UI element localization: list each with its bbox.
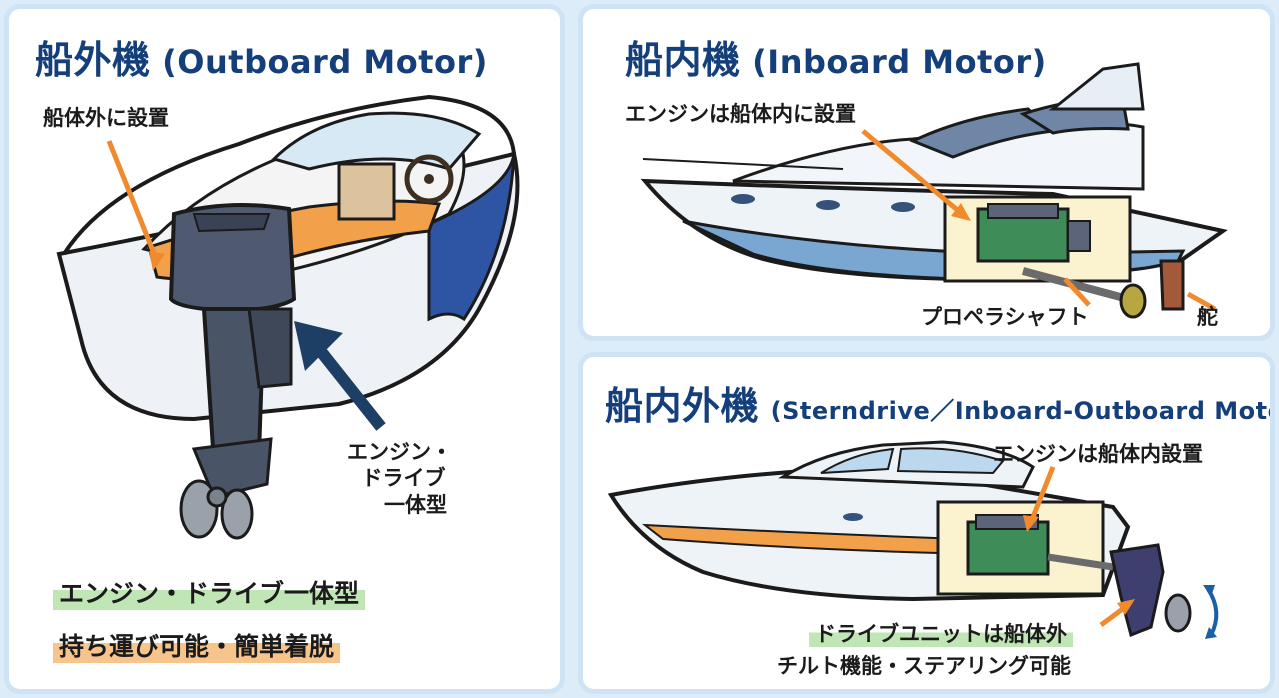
- outboard-integrated-arrowhead: [294, 321, 343, 371]
- inboard-engine-gearbox: [1067, 220, 1091, 252]
- sterndrive-title: 船内外機 (Sterndrive／Inboard-Outboard Motor): [605, 375, 1275, 430]
- outboard-lower-unit: [191, 437, 273, 499]
- sterndrive-tilt-arrowhead-top: [1203, 585, 1215, 597]
- sterndrive-drive-arrowhead: [1117, 599, 1135, 615]
- outboard-hull-stripe: [427, 153, 516, 322]
- inboard-propeller: [1119, 283, 1147, 319]
- sterndrive-window-1: [820, 447, 895, 474]
- sterndrive-engine-top: [975, 514, 1039, 530]
- sterndrive-engine-label: エンジンは船体内設置: [993, 442, 1203, 466]
- outboard-title-jp: 船外機: [35, 38, 151, 82]
- outboard-integrated-line-2: ドライブ: [361, 466, 446, 491]
- sterndrive-propeller: [1164, 593, 1192, 633]
- sterndrive-title-en: (Sterndrive／Inboard-Outboard Motor): [770, 397, 1275, 425]
- outboard-integrated-label: エンジン・ ドライブ 一体型: [347, 439, 452, 518]
- outboard-cowling-top: [192, 213, 271, 233]
- inboard-rudder-arrow: [1186, 291, 1217, 312]
- inboard-flybridge: [1048, 62, 1145, 111]
- sterndrive-drive-shaft: [1047, 553, 1114, 571]
- outboard-boat-illustration: [56, 94, 520, 540]
- sterndrive-tilt-label: チルト機能・ステアリング可能: [777, 654, 1071, 678]
- sterndrive-engine-arrow: [1028, 466, 1056, 523]
- outboard-mount-arrow: [106, 140, 160, 262]
- sterndrive-drive-unit: [1109, 543, 1165, 638]
- outboard-title: 船外機 (Outboard Motor): [35, 29, 488, 84]
- inboard-propeller-shaft: [1021, 267, 1130, 303]
- outboard-integrated-line-3: 一体型: [384, 492, 447, 517]
- inboard-engine-label: エンジンは船体内に設置: [625, 102, 856, 126]
- outboard-propeller-hub: [206, 486, 228, 508]
- outboard-gunwale: [62, 94, 516, 256]
- inboard-rudder: [1159, 259, 1185, 311]
- inboard-shaft-arrow: [1063, 277, 1091, 307]
- sterndrive-title-jp: 船内外機: [605, 384, 760, 428]
- inboard-porthole-3: [891, 202, 915, 212]
- outboard-highlight-portable: 持ち運び可能・簡単着脱: [53, 627, 341, 663]
- inboard-engine-arrowhead: [951, 203, 971, 221]
- inboard-shaft-label: プロペラシャフト: [921, 305, 1089, 329]
- outboard-propeller-blade-2: [220, 488, 254, 540]
- outboard-panel: 船外機 (Outboard Motor): [4, 4, 565, 694]
- sterndrive-tilt-arrowhead-bottom: [1205, 627, 1217, 639]
- inboard-engine-top: [987, 203, 1059, 219]
- outboard-highlight-integrated: エンジン・ドライブ一体型: [53, 574, 366, 610]
- inboard-title-en: (Inboard Motor): [752, 43, 1047, 81]
- inboard-porthole-1: [731, 194, 755, 204]
- sterndrive-boat-illustration: [607, 440, 1219, 639]
- inboard-panel: 船内機 (Inboard Motor) エンジンは船体内に設置: [578, 4, 1275, 341]
- outboard-mount-label: 船体外に設置: [43, 106, 169, 130]
- inboard-title: 船内機 (Inboard Motor): [625, 29, 1047, 84]
- sterndrive-drive-label: ドライブユニットは船体外: [809, 621, 1073, 648]
- sterndrive-window-2: [896, 447, 1005, 475]
- outboard-integrated-line-1: エンジン・: [347, 440, 452, 464]
- inboard-boat-illustration: [640, 62, 1228, 319]
- inboard-porthole-2: [816, 200, 840, 210]
- outboard-console: [337, 162, 396, 221]
- inboard-bow-rail: [642, 158, 844, 170]
- outboard-clamp-bracket: [247, 307, 293, 389]
- inboard-title-jp: 船内機: [625, 38, 741, 82]
- inboard-engine-arrow: [861, 129, 963, 215]
- outboard-mount-arrowhead: [149, 251, 165, 271]
- outboard-title-en: (Outboard Motor): [162, 43, 488, 81]
- outboard-integrated-arrow: [314, 345, 386, 431]
- sterndrive-engine-arrowhead: [1023, 515, 1039, 532]
- outboard-steering-wheel: [404, 154, 454, 204]
- sterndrive-engine-block: [966, 520, 1050, 576]
- outboard-wheel-hub: [424, 174, 434, 184]
- sterndrive-porthole: [843, 513, 863, 521]
- inboard-rudder-label: 舵: [1197, 305, 1218, 329]
- sterndrive-panel: 船内外機 (Sterndrive／Inboard-Outboard Motor)…: [578, 352, 1275, 694]
